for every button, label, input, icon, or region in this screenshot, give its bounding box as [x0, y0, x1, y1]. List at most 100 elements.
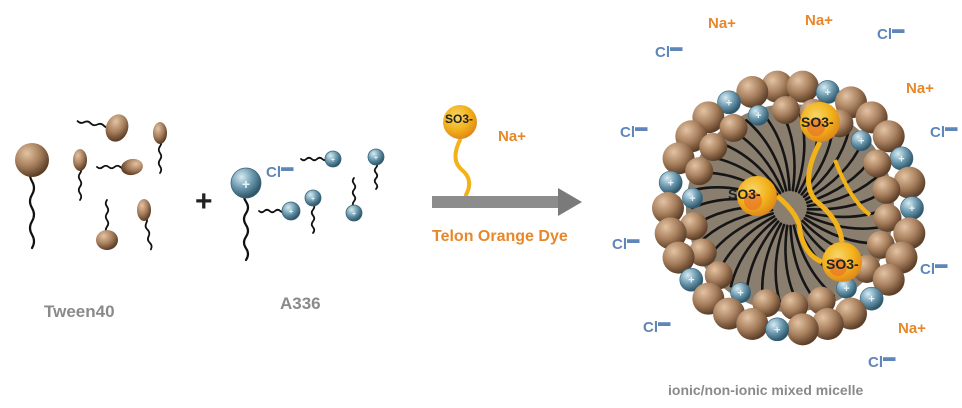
micelle-tween40-head — [893, 166, 926, 199]
tween40-head — [73, 149, 87, 171]
micelle-tween40-head — [652, 192, 684, 224]
cl-ion-label: Cl▬ — [612, 232, 640, 253]
cl-ion-label: Cl▬ — [930, 120, 958, 141]
micelle-tween40-head — [786, 313, 819, 346]
micelle-tween40-head — [786, 70, 819, 103]
plus-charge: + — [689, 193, 695, 205]
sulfonate-label: SO3- — [445, 112, 474, 126]
na-ion-label: Na+ — [805, 12, 833, 29]
surfactant-molecules: ++++++ — [15, 114, 385, 262]
plus-charge: + — [755, 110, 761, 122]
micelle-tail — [745, 119, 788, 192]
sulfonate-label: SO3- — [728, 186, 761, 202]
plus-charge: + — [374, 153, 378, 162]
plus-charge: + — [352, 209, 356, 218]
micelle-a336-head — [717, 90, 741, 115]
micelle-a336-head — [748, 104, 769, 126]
plus-charge: + — [242, 176, 250, 192]
micelle-tween40-head — [699, 133, 728, 162]
plus-charge: + — [688, 275, 694, 287]
a336-head — [367, 148, 385, 166]
na-ion-label: Na+ — [708, 15, 736, 32]
micelle-tween40-head — [654, 217, 687, 250]
a336-label: A336 — [280, 294, 321, 313]
cl-ion-label: Cl▬ — [868, 350, 896, 371]
tween40-head — [153, 122, 167, 144]
micelle-tail — [761, 112, 791, 192]
micelle-tween40-head — [704, 261, 733, 290]
micelle-tween40-head — [771, 96, 800, 125]
dye-tail — [453, 138, 472, 197]
arrow-head — [558, 188, 582, 216]
micelle-a336-head — [859, 286, 884, 311]
na-ion-label: Na+ — [898, 320, 926, 337]
micelle-a336-head — [682, 187, 703, 209]
micelle-tween40-head — [688, 238, 717, 267]
plus-charge: + — [331, 155, 335, 164]
a336-head — [230, 167, 262, 199]
plus-charge: + — [868, 294, 874, 306]
micelle-tween40-head — [872, 175, 901, 204]
surfactant-tail — [242, 188, 250, 262]
tween40-head — [15, 143, 49, 177]
micelle-tween40-head — [662, 241, 695, 274]
sulfonate-label: SO3- — [801, 114, 834, 130]
micelle-tween40-head — [736, 308, 769, 341]
a336-counter-ion-cl: Cl▬ — [266, 160, 294, 181]
dye-molecules — [443, 102, 872, 282]
plus-charge: + — [858, 136, 864, 148]
plus-charge: + — [667, 178, 673, 190]
cl-ion-label: Cl▬ — [620, 120, 648, 141]
micelle-tween40-head — [736, 75, 769, 108]
micelle-tween40-head — [719, 113, 748, 142]
dye-head-shade — [807, 118, 825, 136]
cl-ion-label: Cl▬ — [877, 22, 905, 43]
micelle-tween40-head — [873, 203, 902, 232]
tween40-head — [96, 230, 118, 250]
plus-charge: + — [843, 283, 849, 295]
micelle-tween40-head — [679, 212, 708, 241]
cl-ion-label: Cl▬ — [643, 315, 671, 336]
plus-charge: + — [774, 324, 780, 336]
plus-charge: + — [726, 97, 732, 109]
plus-charge: + — [898, 153, 904, 165]
a336-head — [345, 204, 363, 222]
micelle-a336-head — [850, 130, 872, 152]
micelle-tween40-head — [685, 157, 714, 186]
micelle-tween40-head — [893, 217, 926, 250]
micelle-tween40-head — [872, 120, 905, 153]
tween40-head — [121, 158, 143, 176]
dye-tail — [833, 159, 872, 217]
reaction-arrow — [432, 188, 582, 216]
plus-charge: + — [909, 203, 915, 215]
micelle-tween40-head — [872, 263, 905, 296]
plus-charge: + — [737, 288, 743, 300]
dye-tail — [806, 140, 845, 243]
micelle-tween40-head — [811, 308, 844, 341]
dye-head-shade — [744, 192, 762, 210]
a336-head — [324, 150, 342, 168]
plus-charge: + — [289, 207, 294, 216]
micelle-tween40-head — [863, 149, 892, 178]
dye-tail — [775, 194, 824, 265]
a336-head — [281, 201, 301, 221]
micelle-label: ionic/non-ionic mixed micelle — [668, 382, 864, 398]
a336-head — [304, 189, 322, 207]
tween40-head — [137, 199, 151, 221]
dye-head-shade — [829, 258, 847, 276]
micelle-a336-head — [765, 317, 790, 342]
cl-ion-label: Cl▬ — [655, 40, 683, 61]
arrow-shaft — [432, 196, 560, 208]
cl-ion-label: Cl▬ — [920, 257, 948, 278]
sulfonate-label: SO3- — [826, 256, 859, 272]
na-ion-label: Na+ — [906, 80, 934, 97]
micelle-tail — [729, 217, 778, 288]
micelle-tween40-head — [807, 286, 836, 315]
micelle-a336-head — [679, 267, 704, 292]
plus-charge: + — [824, 87, 830, 99]
micelle-tween40-head — [761, 70, 794, 103]
tween40-label: Tween40 — [44, 302, 115, 321]
surfactant-tail — [28, 166, 36, 250]
